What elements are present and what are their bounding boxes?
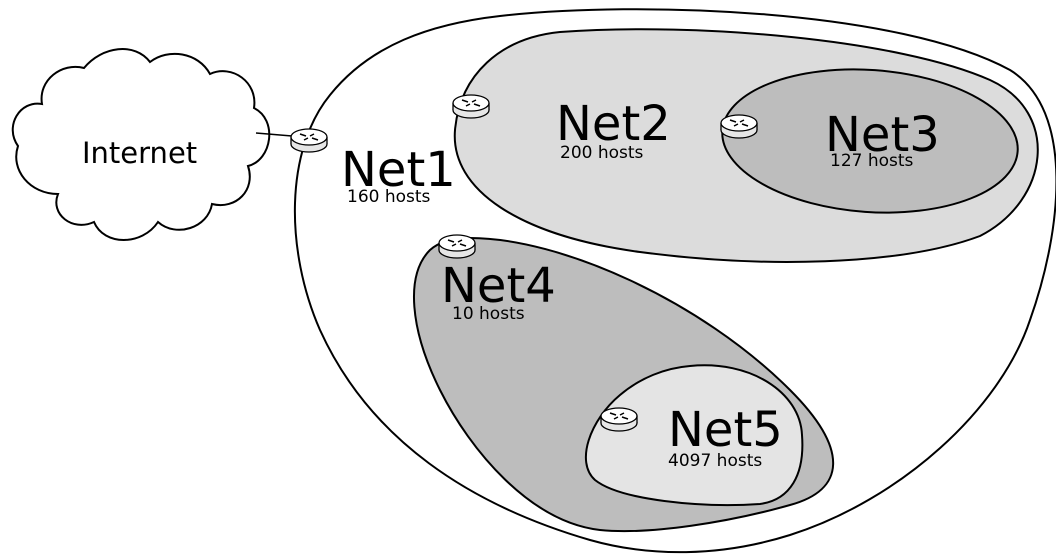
- router-icon[interactable]: [452, 94, 490, 119]
- internet-label: Internet: [82, 136, 197, 170]
- router-icon[interactable]: [438, 234, 476, 259]
- net1-hosts: 160 hosts: [347, 187, 431, 207]
- net5-hosts: 4097 hosts: [668, 451, 762, 471]
- net5-name: Net5: [668, 402, 783, 458]
- internet-link: [255, 132, 293, 137]
- router-icon[interactable]: [290, 128, 328, 153]
- net1-name: Net1: [341, 142, 456, 198]
- net4-hosts: 10 hosts: [452, 304, 525, 324]
- net2-hosts: 200 hosts: [560, 143, 644, 163]
- net4-name: Net4: [441, 258, 556, 314]
- net5-region: [585, 364, 804, 506]
- net3-name: Net3: [825, 107, 940, 163]
- internet-cloud: [11, 48, 271, 241]
- net3-hosts: 127 hosts: [830, 151, 914, 171]
- net2-name: Net2: [556, 96, 671, 152]
- router-icon[interactable]: [600, 407, 638, 432]
- router-icon[interactable]: [720, 114, 758, 139]
